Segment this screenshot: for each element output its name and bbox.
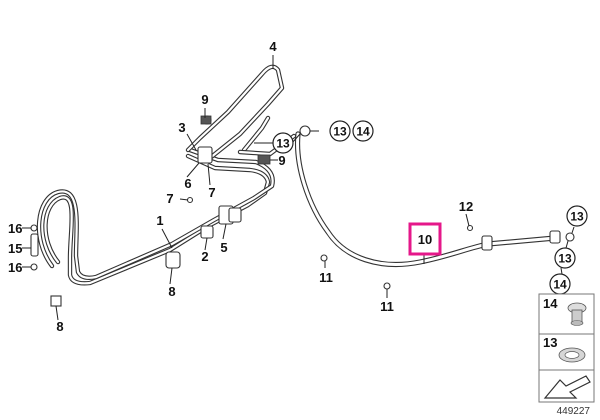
callout-5: 5 [220,240,227,255]
callout-7-right: 7 [208,185,215,200]
document-number: 449227 [557,406,591,417]
arrow-icon [543,375,591,399]
svg-text:13: 13 [570,210,584,224]
callout-14-a: 14 [352,120,374,142]
svg-text:14: 14 [356,125,370,139]
callout-15: 15 [8,241,22,256]
brake-hose [294,125,575,268]
svg-text:13: 13 [333,125,347,139]
callout-9-mid: 9 [278,153,285,168]
legend-label-14: 14 [543,296,558,311]
svg-text:14: 14 [553,278,567,292]
callout-12: 12 [459,199,473,214]
callout-13-b: 13 [329,120,351,142]
sealing-ring-icon [558,347,586,363]
callout-labels: 4 9 3 6 7 9 7 1 2 5 8 8 16 15 16 11 11 1… [8,39,473,334]
legend-label-13: 13 [543,335,557,350]
callout-3: 3 [178,120,185,135]
callout-8-mid: 8 [168,284,175,299]
callout-16-top: 16 [8,221,22,236]
callout-8-left: 8 [56,319,63,334]
callout-6: 6 [184,176,191,191]
callout-13-a: 13 [272,132,294,154]
callout-13-d: 13 [554,247,576,269]
pipe-bundle [36,64,297,286]
leader-lines [22,55,575,321]
callout-4: 4 [269,39,277,54]
callout-13-c: 13 [566,205,588,227]
callout-16-bottom: 16 [8,260,22,275]
callout-14-b: 14 [549,273,571,295]
callout-11-left: 11 [319,270,333,285]
callout-11-right: 11 [380,299,394,314]
callout-9-top: 9 [201,92,208,107]
callout-7-left: 7 [166,191,173,206]
svg-text:13: 13 [276,137,290,151]
circled-callouts: 13 13 14 13 13 14 [272,120,588,295]
legend-panel: 14 13 449227 [538,293,595,417]
callout-10-highlighted[interactable]: 10 [408,222,442,256]
callout-2: 2 [201,249,208,264]
bolt-icon [567,302,587,326]
callout-1: 1 [156,213,163,228]
svg-text:10: 10 [418,232,432,247]
svg-text:13: 13 [558,252,572,266]
